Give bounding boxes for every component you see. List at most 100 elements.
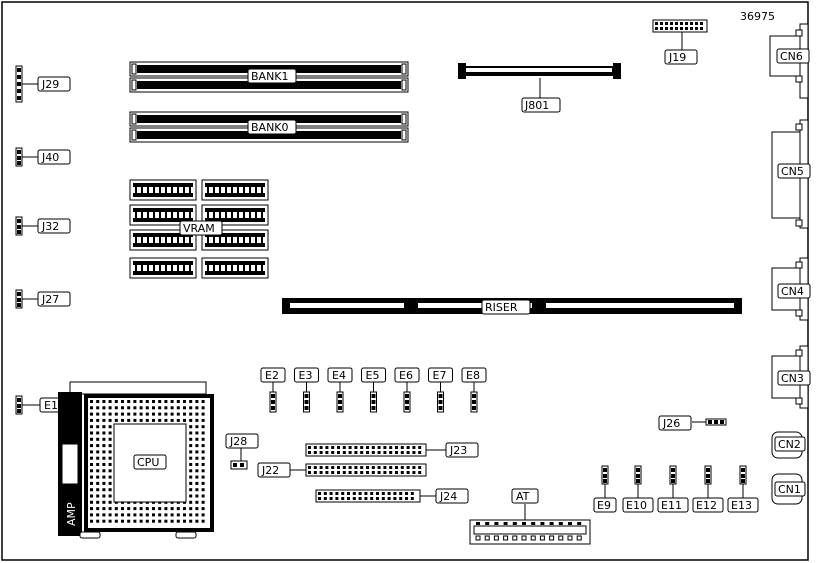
e4-label: E4 [327, 367, 353, 383]
e9-e13-jumpers: E9 E10 E11 E12 E13 [593, 465, 759, 513]
cn2-label: CN2 [774, 436, 806, 452]
e12-jumper [704, 465, 712, 498]
svg-text:E2: E2 [265, 369, 279, 382]
svg-text:E11: E11 [661, 499, 682, 512]
svg-text:J19: J19 [668, 51, 686, 64]
cn1-label: CN1 [774, 481, 806, 497]
j29-jumper [15, 65, 38, 103]
e8-jumper [470, 382, 478, 413]
svg-text:AT: AT [516, 490, 530, 503]
e13-jumper [739, 465, 747, 498]
bank0-label: BANK0 [247, 119, 297, 135]
svg-text:E13: E13 [731, 499, 752, 512]
e7-jumper [437, 382, 444, 413]
svg-text:E5: E5 [366, 369, 380, 382]
e13-label: E13 [727, 497, 759, 513]
j23-header [305, 443, 446, 457]
svg-text:J801: J801 [524, 99, 549, 112]
svg-text:J22: J22 [261, 464, 279, 477]
svg-text:E6: E6 [399, 369, 413, 382]
e1-jumper [15, 395, 40, 415]
j19-label: J19 [664, 49, 698, 65]
svg-text:CN6: CN6 [780, 50, 803, 63]
svg-text:VRAM: VRAM [183, 222, 215, 235]
j801-connector [458, 63, 621, 98]
svg-text:E7: E7 [433, 369, 447, 382]
riser-label: RISER [481, 299, 531, 315]
e12-label: E12 [692, 497, 724, 513]
cn3-label: CN3 [777, 370, 811, 386]
svg-text:E1: E1 [44, 399, 58, 412]
at-label: AT [511, 488, 539, 504]
cpu-label: CPU [133, 454, 167, 470]
vram-label: VRAM [179, 220, 223, 236]
j801-label: J801 [521, 97, 561, 113]
svg-text:J29: J29 [41, 78, 59, 91]
e10-label: E10 [622, 497, 654, 513]
amp-label: AMP [65, 502, 78, 526]
e7-label: E7 [428, 367, 453, 383]
j32-jumper [15, 216, 38, 236]
e2-label: E2 [260, 367, 286, 383]
j26-jumper [692, 418, 727, 426]
j40-label: J40 [37, 149, 71, 165]
j26-label: J26 [658, 415, 692, 431]
svg-text:E8: E8 [466, 369, 480, 382]
e10-jumper [634, 465, 642, 498]
j28-jumper [230, 448, 248, 470]
e11-label: E11 [657, 497, 689, 513]
svg-text:RISER: RISER [485, 301, 518, 314]
e3-label: E3 [294, 367, 319, 383]
j32-label: J32 [37, 218, 71, 234]
svg-text:J28: J28 [229, 435, 247, 448]
j23-label: J23 [445, 442, 479, 458]
e9-jumper [601, 465, 609, 498]
svg-text:CN1: CN1 [778, 483, 801, 496]
svg-text:CN5: CN5 [781, 165, 804, 178]
svg-text:J26: J26 [662, 417, 680, 430]
bank1-label: BANK1 [247, 68, 297, 84]
j27-jumper [15, 289, 38, 309]
svg-text:J40: J40 [41, 151, 59, 164]
j40-jumper [15, 147, 38, 167]
j24-label: J24 [435, 488, 469, 504]
j22-header [290, 463, 427, 477]
j28-label: J28 [225, 433, 259, 449]
cn5-label: CN5 [777, 163, 811, 179]
e8-label: E8 [461, 367, 487, 383]
svg-text:E3: E3 [299, 369, 313, 382]
e6-label: E6 [394, 367, 420, 383]
j29-label: J29 [37, 76, 71, 92]
e6-jumper [403, 382, 411, 413]
svg-text:E4: E4 [332, 369, 346, 382]
svg-text:CN2: CN2 [778, 438, 801, 451]
j22-label: J22 [257, 462, 291, 478]
e2-jumper [269, 382, 277, 413]
bank0-slots [129, 111, 409, 143]
e11-jumper [669, 465, 677, 498]
e4-jumper [336, 382, 344, 413]
svg-text:J24: J24 [439, 490, 457, 503]
cn4-label: CN4 [777, 283, 811, 299]
e1-label: E1 [39, 397, 65, 413]
svg-text:E10: E10 [626, 499, 647, 512]
svg-text:J23: J23 [449, 444, 467, 457]
e2-e8-jumpers: E2 E3 E4 E5 E6 E7 E8 [260, 367, 487, 413]
j19-header [652, 19, 708, 50]
svg-text:CPU: CPU [137, 456, 159, 469]
j27-label: J27 [37, 291, 71, 307]
svg-text:CN4: CN4 [781, 285, 804, 298]
svg-text:E9: E9 [597, 499, 611, 512]
svg-text:E12: E12 [696, 499, 717, 512]
e9-label: E9 [593, 497, 617, 513]
figure-number: 36975 [740, 10, 775, 23]
vram-sockets [129, 179, 269, 279]
e3-jumper [303, 382, 310, 413]
svg-text:BANK1: BANK1 [251, 70, 289, 83]
at-connector [469, 504, 591, 545]
j24-header [315, 489, 436, 503]
e5-label: E5 [361, 367, 386, 383]
svg-text:J27: J27 [41, 293, 59, 306]
cn6-label: CN6 [776, 48, 810, 64]
